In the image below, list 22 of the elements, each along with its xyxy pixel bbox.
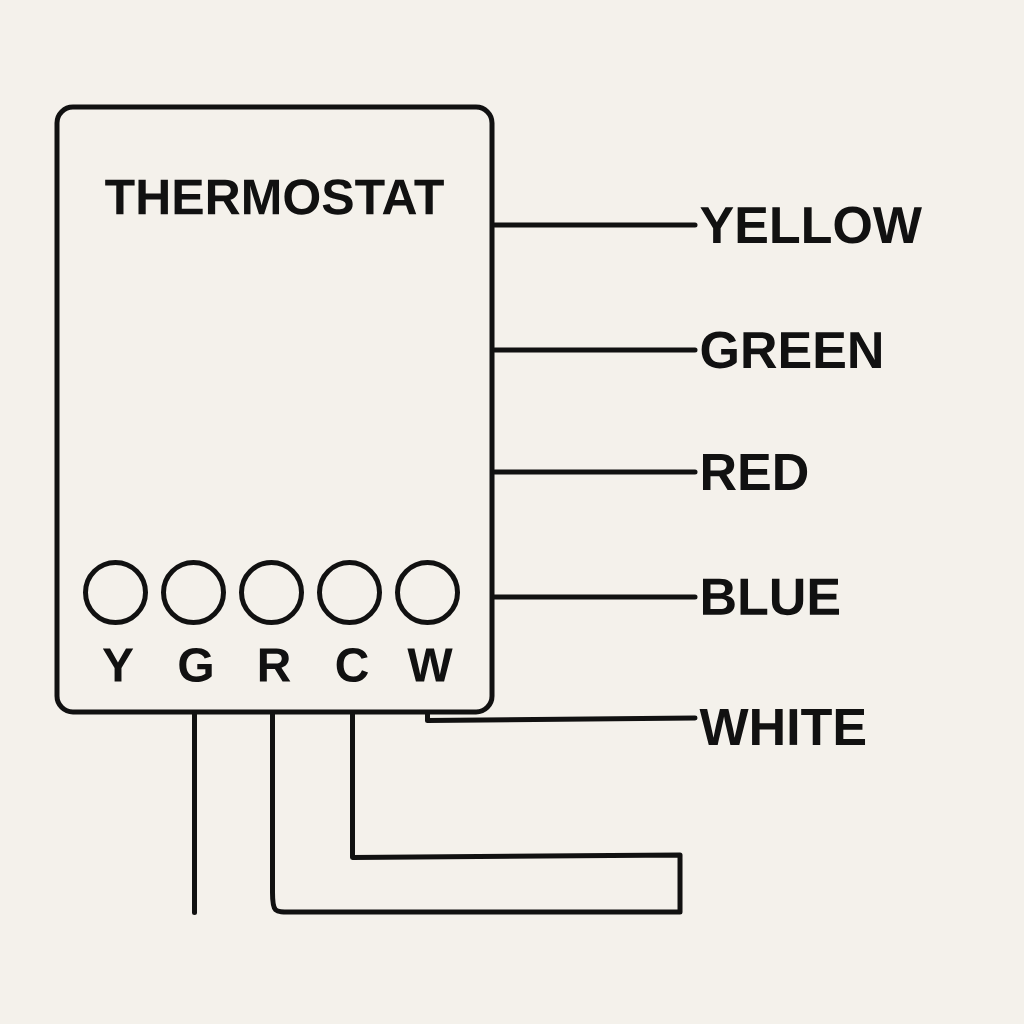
wire-label: RED xyxy=(703,454,808,490)
terminal-label: C xyxy=(336,648,369,682)
wire xyxy=(492,347,698,353)
terminal-label: R xyxy=(259,648,291,682)
wire xyxy=(270,712,683,915)
wire xyxy=(492,222,698,228)
wire-label: YELLOW xyxy=(700,206,922,244)
terminal-circle xyxy=(239,560,304,625)
terminal-label: G xyxy=(179,648,212,682)
wire xyxy=(192,712,197,915)
terminal-label: Y xyxy=(102,648,134,682)
terminal-circle xyxy=(161,560,226,625)
wire xyxy=(492,469,698,475)
terminal-label: W xyxy=(407,648,453,682)
terminal-circle xyxy=(83,560,148,625)
wire xyxy=(425,712,698,723)
wire-label: BLUE xyxy=(703,578,840,616)
terminal-circle xyxy=(317,560,382,625)
wire xyxy=(492,594,698,600)
wire-label: WHITE xyxy=(699,709,866,745)
terminal-circle xyxy=(395,560,460,625)
wire-label: GREEN xyxy=(701,331,881,369)
